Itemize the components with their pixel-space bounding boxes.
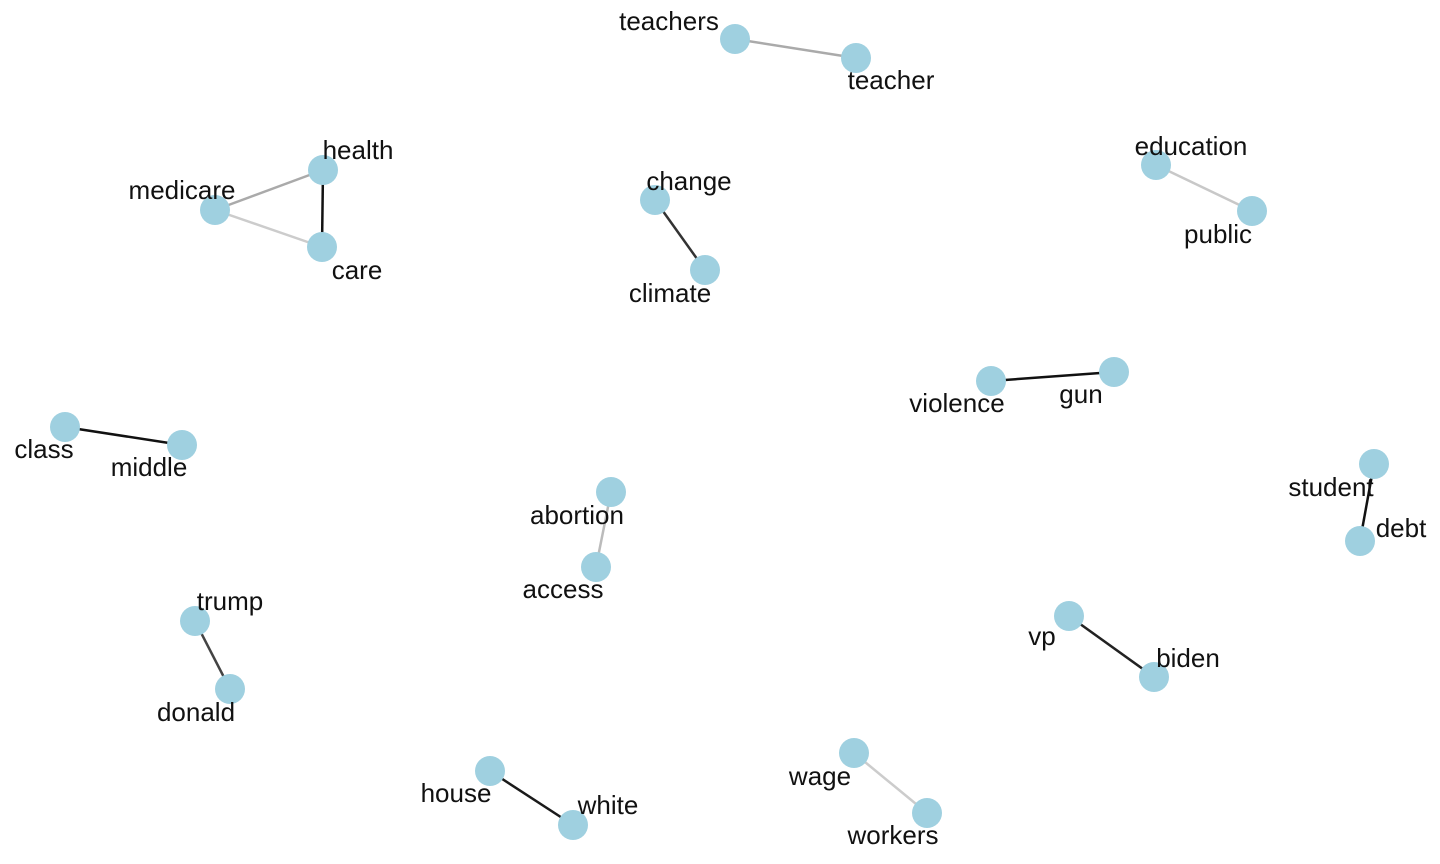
node-label-donald: donald — [157, 697, 235, 727]
node-abortion — [596, 477, 626, 507]
edge-violence-gun — [990, 370, 1115, 383]
node-label-medicare: medicare — [129, 175, 236, 205]
edge-medicare-health — [214, 168, 324, 212]
node-public — [1237, 196, 1267, 226]
node-label-teacher: teacher — [848, 65, 935, 95]
node-label-gun: gun — [1059, 379, 1102, 409]
node-workers — [912, 798, 942, 828]
node-trump — [180, 606, 210, 636]
node-white — [558, 810, 588, 840]
node-label-teachers: teachers — [619, 6, 719, 36]
nodes-layer — [50, 24, 1389, 840]
edge-vp-biden — [1068, 614, 1155, 679]
node-class — [50, 412, 80, 442]
edge-class-middle — [64, 425, 183, 447]
node-donald — [215, 674, 245, 704]
node-teachers — [720, 24, 750, 54]
node-label-public: public — [1184, 219, 1252, 249]
node-gun — [1099, 357, 1129, 387]
node-education — [1141, 150, 1171, 180]
node-label-house: house — [421, 778, 492, 808]
edge-education-public — [1155, 163, 1253, 213]
node-change — [640, 185, 670, 215]
node-access — [581, 552, 611, 582]
node-label-debt: debt — [1376, 513, 1427, 543]
node-label-violence: violence — [909, 388, 1004, 418]
node-label-class: class — [14, 434, 73, 464]
node-label-trump: trump — [197, 586, 263, 616]
node-wage — [839, 738, 869, 768]
node-vp — [1054, 601, 1084, 631]
node-biden — [1139, 662, 1169, 692]
edge-house-white — [489, 769, 574, 827]
node-middle — [167, 430, 197, 460]
node-student — [1359, 449, 1389, 479]
node-medicare — [200, 195, 230, 225]
node-label-vp: vp — [1028, 621, 1055, 651]
node-label-education: education — [1135, 131, 1248, 161]
node-label-workers: workers — [846, 820, 938, 850]
node-label-wage: wage — [788, 761, 851, 791]
node-label-health: health — [323, 135, 394, 165]
node-label-abortion: abortion — [530, 500, 624, 530]
node-label-climate: climate — [629, 278, 711, 308]
node-label-change: change — [646, 166, 731, 196]
node-health — [308, 155, 338, 185]
node-label-middle: middle — [111, 452, 188, 482]
node-violence — [976, 366, 1006, 396]
node-teacher — [841, 43, 871, 73]
edge-medicare-care — [214, 208, 323, 249]
edge-teachers-teacher — [734, 37, 857, 60]
node-label-student: student — [1288, 472, 1374, 502]
node-debt — [1345, 526, 1375, 556]
edge-wage-workers — [853, 752, 928, 814]
node-label-access: access — [523, 574, 604, 604]
node-house — [475, 756, 505, 786]
labels-layer: teachers teacher medicare health care change c… — [14, 6, 1427, 850]
node-label-care: care — [332, 255, 383, 285]
node-care — [307, 232, 337, 262]
node-label-biden: biden — [1156, 643, 1220, 673]
node-label-white: white — [577, 790, 639, 820]
node-climate — [690, 255, 720, 285]
